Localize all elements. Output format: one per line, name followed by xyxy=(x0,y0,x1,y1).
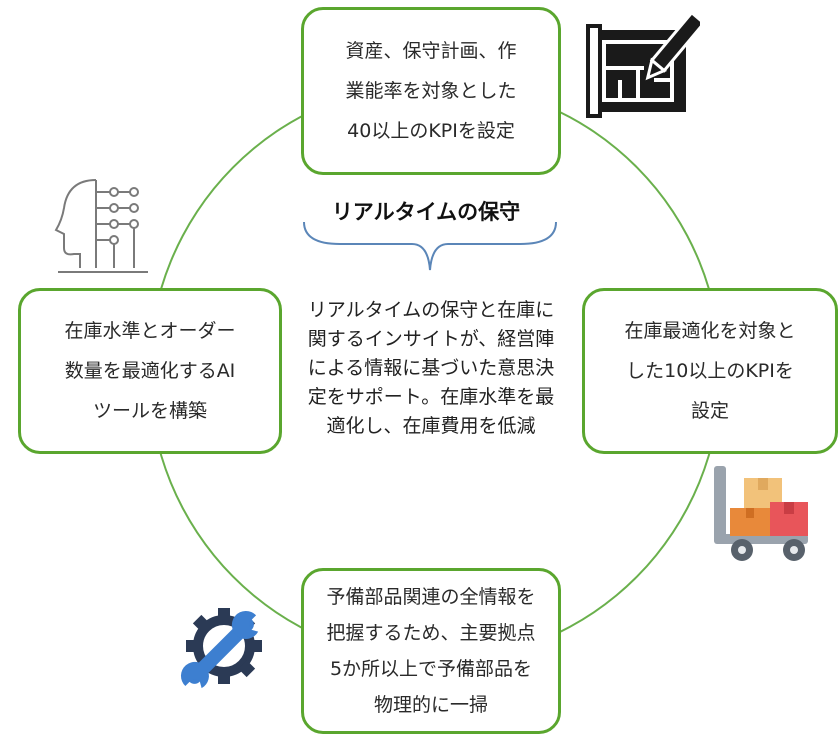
card-line: ツールを構築 xyxy=(92,400,207,422)
card-text: 在庫最適化を対象と した10以上のKPIを 設定 xyxy=(624,311,795,431)
card-line: 5か所以上で予備部品を xyxy=(329,658,533,680)
card-line: 把握するため、主要拠点 xyxy=(326,622,536,644)
card-line: 業能率を対象とした xyxy=(345,80,517,102)
card-line: 数量を最適化するAI xyxy=(64,360,236,382)
card-text: 資産、保守計画、作 業能率を対象とした 40以上のKPIを設定 xyxy=(345,31,516,151)
curly-brace xyxy=(303,221,557,271)
card-line: 設定 xyxy=(690,400,729,422)
card-text: 予備部品関連の全情報を 把握するため、主要拠点 5か所以上で予備部品を 物理的に… xyxy=(326,579,535,723)
card-line: 在庫水準とオーダー xyxy=(64,320,236,342)
center-title: リアルタイムの保守 xyxy=(331,200,521,224)
card-line: 物理的に一掃 xyxy=(373,694,488,716)
card-line: 在庫最適化を対象と xyxy=(624,320,796,342)
blueprint-pencil-icon xyxy=(586,14,700,124)
card-asset-kpi: 資産、保守計画、作 業能率を対象とした 40以上のKPIを設定 xyxy=(301,7,561,175)
wrench-gear-icon xyxy=(180,608,262,689)
card-inventory-kpi: 在庫最適化を対象と した10以上のKPIを 設定 xyxy=(582,288,838,454)
card-line: 予備部品関連の全情報を xyxy=(326,586,536,608)
card-line: 資産、保守計画、作 xyxy=(345,40,517,62)
card-text: 在庫水準とオーダー 数量を最適化するAI ツールを構築 xyxy=(64,311,235,431)
card-line: した10以上のKPIを xyxy=(626,360,794,382)
card-ai-tool: 在庫水準とオーダー 数量を最適化するAI ツールを構築 xyxy=(18,288,282,454)
cart-boxes-icon xyxy=(714,466,808,561)
ai-head-circuit-icon xyxy=(54,179,148,273)
card-spare-parts: 予備部品関連の全情報を 把握するため、主要拠点 5か所以上で予備部品を 物理的に… xyxy=(301,568,561,734)
card-line: 40以上のKPIを設定 xyxy=(347,120,515,142)
center-description: リアルタイムの保守と在庫に関するインサイトが、経営陣による情報に基づいた意思決定… xyxy=(307,299,555,437)
